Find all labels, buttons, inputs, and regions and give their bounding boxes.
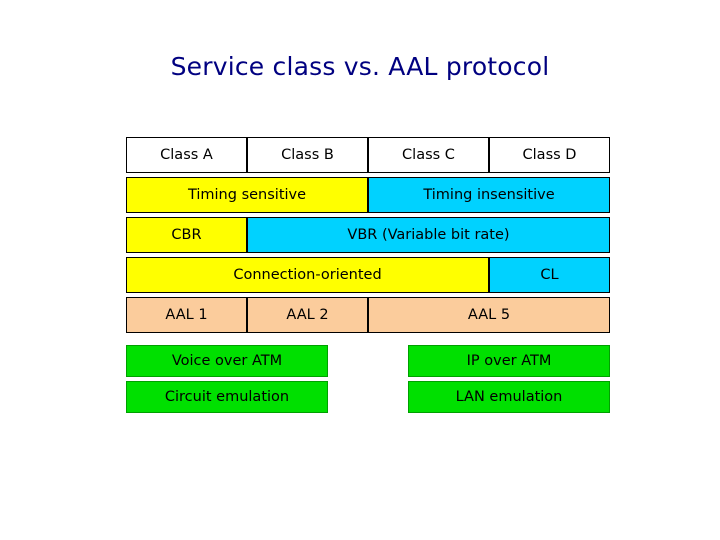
table-row-classes: Class A Class B Class C Class D (126, 137, 610, 173)
cell-aal-5: AAL 5 (368, 297, 610, 333)
row-gap (126, 333, 610, 345)
table-row-applications-2: Circuit emulation LAN emulation (126, 381, 610, 413)
table-row-connection: Connection-oriented CL (126, 257, 610, 293)
table-row-aal: AAL 1 AAL 2 AAL 5 (126, 297, 610, 333)
page-title: Service class vs. AAL protocol (170, 52, 550, 81)
cell-class-a: Class A (126, 137, 247, 173)
cell-aal-2: AAL 2 (247, 297, 368, 333)
table-row-rate: CBR VBR (Variable bit rate) (126, 217, 610, 253)
cell-vbr: VBR (Variable bit rate) (247, 217, 610, 253)
table-row-timing: Timing sensitive Timing insensitive (126, 177, 610, 213)
cell-class-c: Class C (368, 137, 489, 173)
cell-class-d: Class D (489, 137, 610, 173)
cell-cbr: CBR (126, 217, 247, 253)
cell-ip-over-atm: IP over ATM (408, 345, 610, 377)
cell-voice-over-atm: Voice over ATM (126, 345, 328, 377)
table-row-applications-1: Voice over ATM IP over ATM (126, 345, 610, 377)
cell-lan-emulation: LAN emulation (408, 381, 610, 413)
cell-aal-1: AAL 1 (126, 297, 247, 333)
cell-timing-sensitive: Timing sensitive (126, 177, 368, 213)
service-class-table: Class A Class B Class C Class D Timing s… (126, 137, 610, 413)
cell-connection-oriented: Connection-oriented (126, 257, 489, 293)
cell-class-b: Class B (247, 137, 368, 173)
cell-connectionless: CL (489, 257, 610, 293)
cell-circuit-emulation: Circuit emulation (126, 381, 328, 413)
cell-timing-insensitive: Timing insensitive (368, 177, 610, 213)
